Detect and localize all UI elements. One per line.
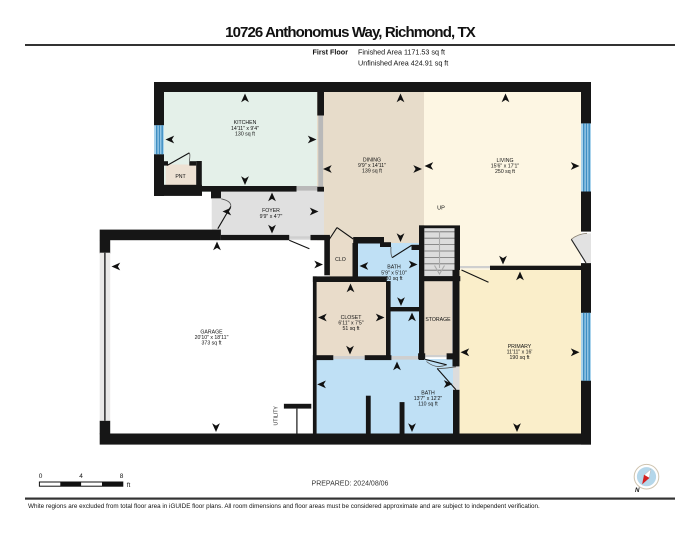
svg-text:13'7" x 12'2": 13'7" x 12'2" xyxy=(414,396,443,402)
svg-text:PRIMARY: PRIMARY xyxy=(508,344,532,350)
svg-text:51 sq ft: 51 sq ft xyxy=(342,326,360,332)
svg-text:BATH: BATH xyxy=(387,265,401,271)
svg-text:139 sq ft: 139 sq ft xyxy=(362,169,382,175)
svg-text:CLOSET: CLOSET xyxy=(341,315,363,321)
svg-text:Finished Area 1171.53 sq ft: Finished Area 1171.53 sq ft xyxy=(358,48,445,57)
svg-text:6'11" x 7'5": 6'11" x 7'5" xyxy=(338,321,363,327)
svg-text:15'6" x 17'1": 15'6" x 17'1" xyxy=(491,164,520,170)
svg-text:190 sq ft: 190 sq ft xyxy=(510,355,530,361)
svg-text:CLO: CLO xyxy=(335,257,346,263)
svg-text:0: 0 xyxy=(39,473,43,480)
svg-text:20'10" x 18'11": 20'10" x 18'11" xyxy=(195,335,229,341)
svg-text:N: N xyxy=(635,487,640,494)
svg-text:FOYER: FOYER xyxy=(262,208,280,214)
svg-text:First Floor: First Floor xyxy=(312,48,348,57)
svg-text:UTILITY: UTILITY xyxy=(274,406,280,426)
svg-text:PREPARED: 2024/08/06: PREPARED: 2024/08/06 xyxy=(312,481,389,488)
svg-text:9'9" x 4'7": 9'9" x 4'7" xyxy=(260,214,283,220)
svg-text:GARAGE: GARAGE xyxy=(200,330,223,336)
svg-text:LIVING: LIVING xyxy=(496,158,513,164)
svg-text:ft: ft xyxy=(127,482,131,489)
svg-text:BATH: BATH xyxy=(421,390,435,396)
svg-text:4: 4 xyxy=(79,473,83,480)
svg-text:PNT: PNT xyxy=(175,174,186,180)
svg-text:KITCHEN: KITCHEN xyxy=(234,120,257,126)
svg-text:110 sq ft: 110 sq ft xyxy=(418,402,438,408)
svg-text:Unfinished Area 424.91 sq ft: Unfinished Area 424.91 sq ft xyxy=(358,59,448,68)
svg-text:11'11" x 16': 11'11" x 16' xyxy=(507,350,533,356)
svg-text:14'11" x 9'4": 14'11" x 9'4" xyxy=(231,126,259,132)
svg-text:5'9" x 5'10": 5'9" x 5'10" xyxy=(381,270,407,276)
svg-text:373 sq ft: 373 sq ft xyxy=(202,341,222,347)
svg-text:UP: UP xyxy=(437,206,445,212)
svg-text:White regions are excluded fro: White regions are excluded from total fl… xyxy=(28,503,540,510)
svg-text:DINING: DINING xyxy=(363,158,381,164)
svg-text:9'9" x 14'11": 9'9" x 14'11" xyxy=(358,163,386,169)
svg-text:30 sq ft: 30 sq ft xyxy=(385,276,403,282)
svg-text:STORAGE: STORAGE xyxy=(425,317,451,323)
svg-text:250 sq ft: 250 sq ft xyxy=(495,169,515,175)
svg-text:8: 8 xyxy=(120,473,124,480)
svg-text:10726 Anthonomus Way, Richmond: 10726 Anthonomus Way, Richmond, TX xyxy=(225,24,476,41)
svg-text:130 sq ft: 130 sq ft xyxy=(235,131,255,137)
